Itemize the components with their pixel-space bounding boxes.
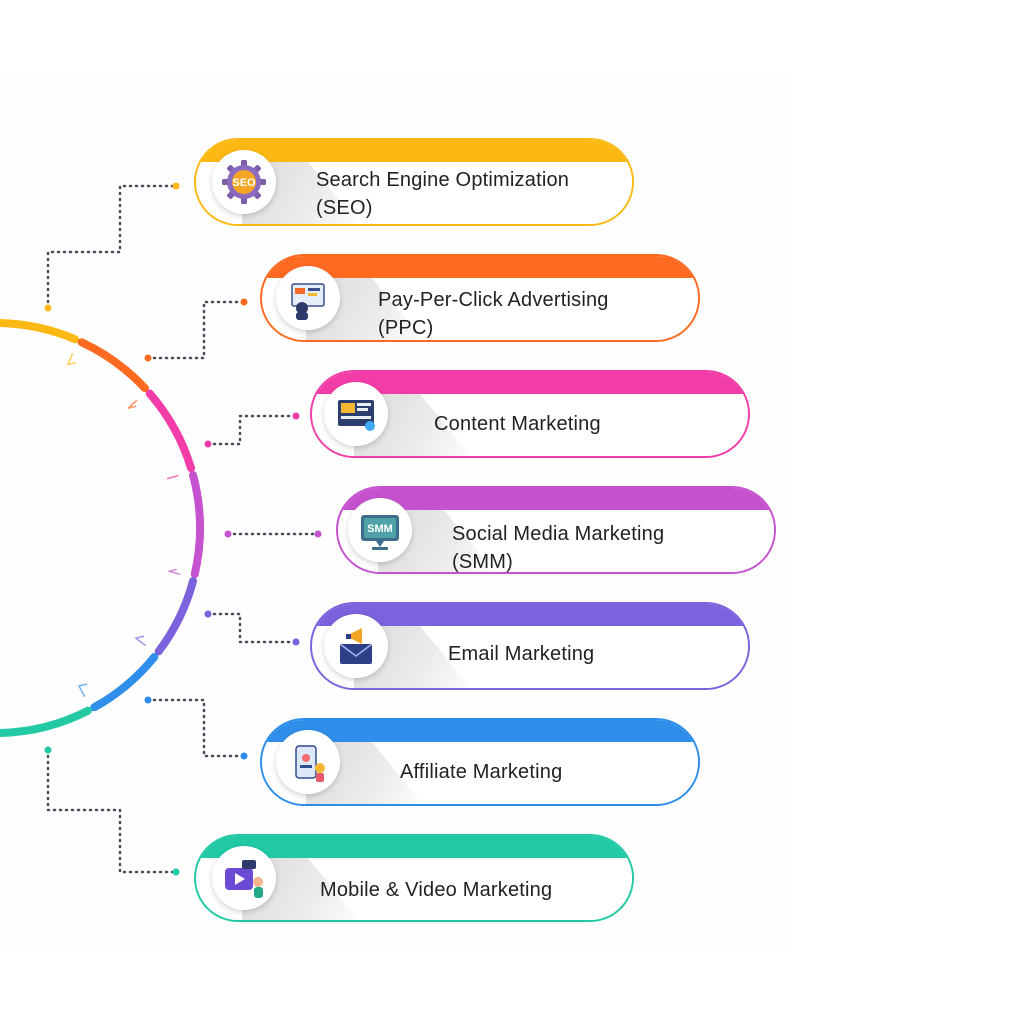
item-band — [262, 720, 698, 742]
wheel-notch — [66, 353, 76, 366]
connector-start-dot — [144, 354, 152, 362]
item-band — [312, 604, 748, 626]
connector-start-dot — [44, 304, 52, 312]
item-subtitle: (PPC) — [378, 317, 434, 339]
wheel-segment — [90, 653, 159, 712]
item-title: Email Marketing — [448, 643, 595, 665]
wheel-segment — [145, 389, 196, 473]
item-affiliate-marketing: Affiliate Marketing — [260, 718, 700, 806]
wheel-segment — [0, 706, 93, 737]
ppc-advertising-icon — [276, 266, 340, 330]
item-content-marketing: Content Marketing — [310, 370, 750, 458]
wheel-notch — [127, 399, 138, 409]
wheel-notch — [166, 474, 179, 480]
item-title: Affiliate Marketing — [400, 761, 563, 783]
item-seo: SEO Search Engine Optimization (SEO) — [194, 138, 634, 226]
connector-end-dot — [172, 182, 180, 190]
connector-line — [206, 612, 298, 644]
connector-end-dot — [172, 868, 180, 876]
wheel-segment — [189, 470, 204, 579]
connector-start-dot — [144, 696, 152, 704]
connector-line — [46, 184, 178, 310]
connector-line — [146, 698, 246, 758]
item-band — [312, 372, 748, 394]
connector-end-dot — [314, 530, 322, 538]
item-subtitle: (SMM) — [452, 551, 513, 573]
connector-end-dot — [240, 298, 248, 306]
connector-start-dot — [44, 746, 52, 754]
wheel-segment — [154, 577, 198, 656]
connector-line — [46, 748, 178, 874]
svg-text:SMM: SMM — [367, 523, 393, 535]
item-title: Social Media Marketing — [452, 523, 665, 545]
wheel-segment — [77, 338, 149, 393]
wheel-notch — [168, 568, 181, 575]
connector-end-dot — [240, 752, 248, 760]
item-mobile-video-marketing: Mobile & Video Marketing — [194, 834, 634, 922]
connector-start-dot — [224, 530, 232, 538]
item-label: Affiliate Marketing — [400, 758, 562, 786]
smm-monitor-icon: SMM — [348, 498, 412, 562]
item-title: Mobile & Video Marketing — [320, 879, 553, 901]
wheel-notch — [77, 683, 88, 697]
connector-line — [146, 300, 246, 360]
item-label: Mobile & Video Marketing — [320, 876, 552, 904]
seo-gear-icon: SEO — [212, 150, 276, 214]
item-ppc: Pay-Per-Click Advertising (PPC) — [260, 254, 700, 342]
wheel-segment — [0, 319, 80, 344]
connector-line — [206, 414, 298, 446]
item-smm: SMM Social Media Marketing (SMM) — [336, 486, 776, 574]
item-label: Social Media Marketing (SMM) — [452, 520, 665, 573]
svg-text:SEO: SEO — [232, 177, 256, 189]
item-title: Pay-Per-Click Advertising — [378, 289, 609, 311]
item-band — [196, 140, 632, 162]
item-label: Pay-Per-Click Advertising (PPC) — [378, 286, 609, 340]
item-band — [196, 836, 632, 858]
item-band — [262, 256, 698, 278]
connector-end-dot — [292, 412, 300, 420]
item-subtitle: (SEO) — [316, 197, 373, 219]
item-title: Search Engine Optimization — [316, 169, 570, 191]
item-label: Content Marketing — [434, 410, 601, 438]
affiliate-icon — [276, 730, 340, 794]
item-email-marketing: Email Marketing — [310, 602, 750, 690]
item-label: Email Marketing — [448, 640, 594, 668]
email-megaphone-icon — [324, 614, 388, 678]
connector-start-dot — [204, 440, 212, 448]
content-marketing-icon — [324, 382, 388, 446]
connector-start-dot — [204, 610, 212, 618]
item-label: Search Engine Optimization (SEO) — [316, 166, 569, 222]
item-band — [338, 488, 774, 510]
wheel-notch — [134, 635, 146, 647]
connector-end-dot — [292, 638, 300, 646]
item-title: Content Marketing — [434, 413, 601, 435]
video-marketing-icon — [212, 846, 276, 910]
